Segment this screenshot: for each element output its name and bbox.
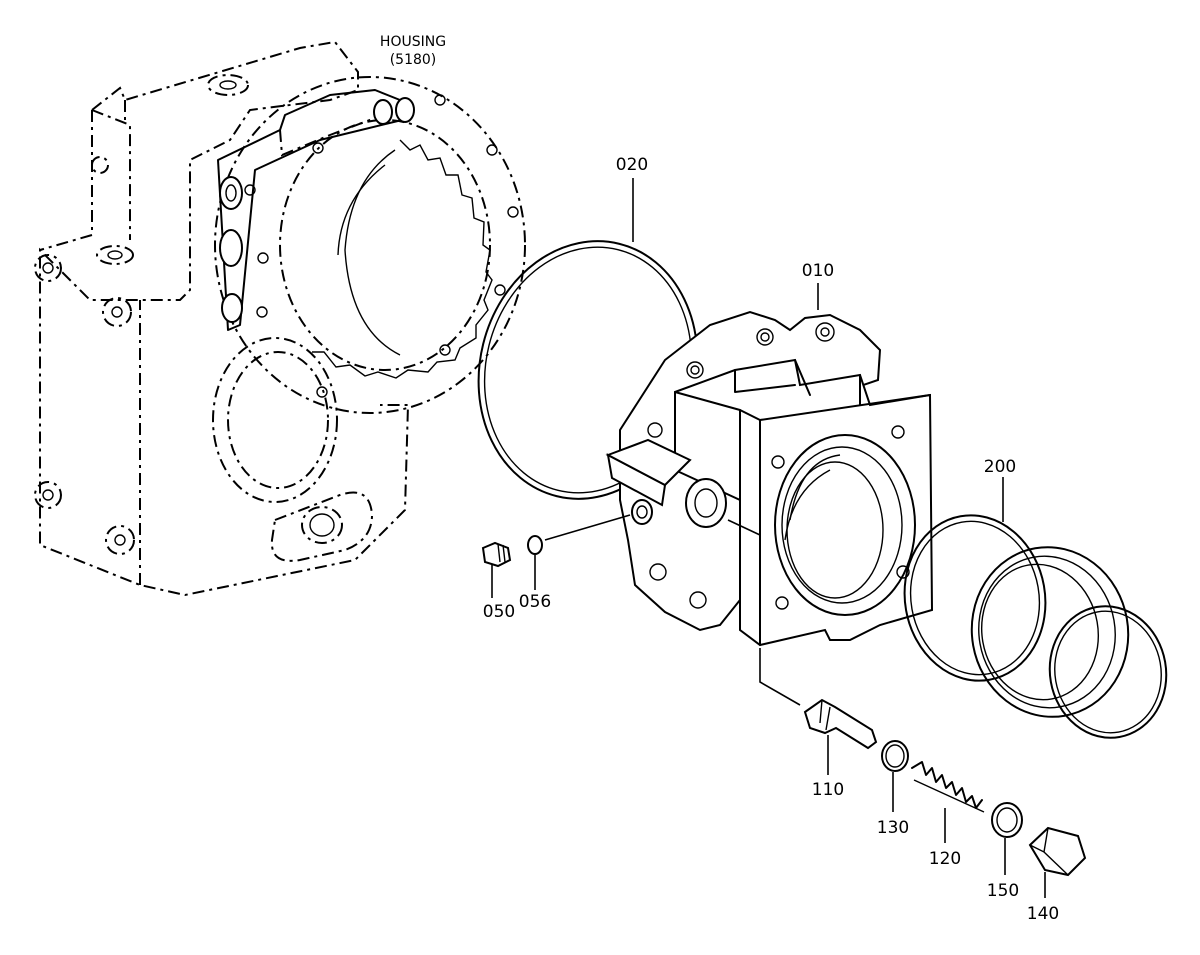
part-050-plug: [481, 541, 512, 568]
label-020: 020: [616, 155, 648, 175]
label-150: 150: [987, 881, 1019, 901]
label-120: 120: [929, 849, 961, 869]
label-010: 010: [802, 261, 834, 281]
housing-code-label: (5180): [390, 52, 437, 68]
part-130-ring: [881, 740, 909, 772]
housing-label: HOUSING: [380, 34, 446, 50]
housing-outline: [34, 40, 526, 597]
label-130: 130: [877, 818, 909, 838]
part-120-spring: [911, 761, 985, 813]
part-150-ring: [991, 802, 1023, 838]
label-050: 050: [483, 602, 515, 622]
ring-gear-teeth: [312, 139, 493, 379]
label-110: 110: [812, 780, 844, 800]
part-200-seal-rings: [903, 514, 1168, 739]
label-056: 056: [519, 592, 551, 612]
leader-lines: [491, 178, 1046, 898]
part-110-valve-piston: [803, 698, 878, 750]
label-200: 200: [984, 457, 1016, 477]
label-140: 140: [1027, 904, 1059, 924]
part-056-washer: [527, 535, 543, 555]
part-010-cover: [605, 310, 934, 647]
part-140-plug: [1028, 826, 1087, 877]
